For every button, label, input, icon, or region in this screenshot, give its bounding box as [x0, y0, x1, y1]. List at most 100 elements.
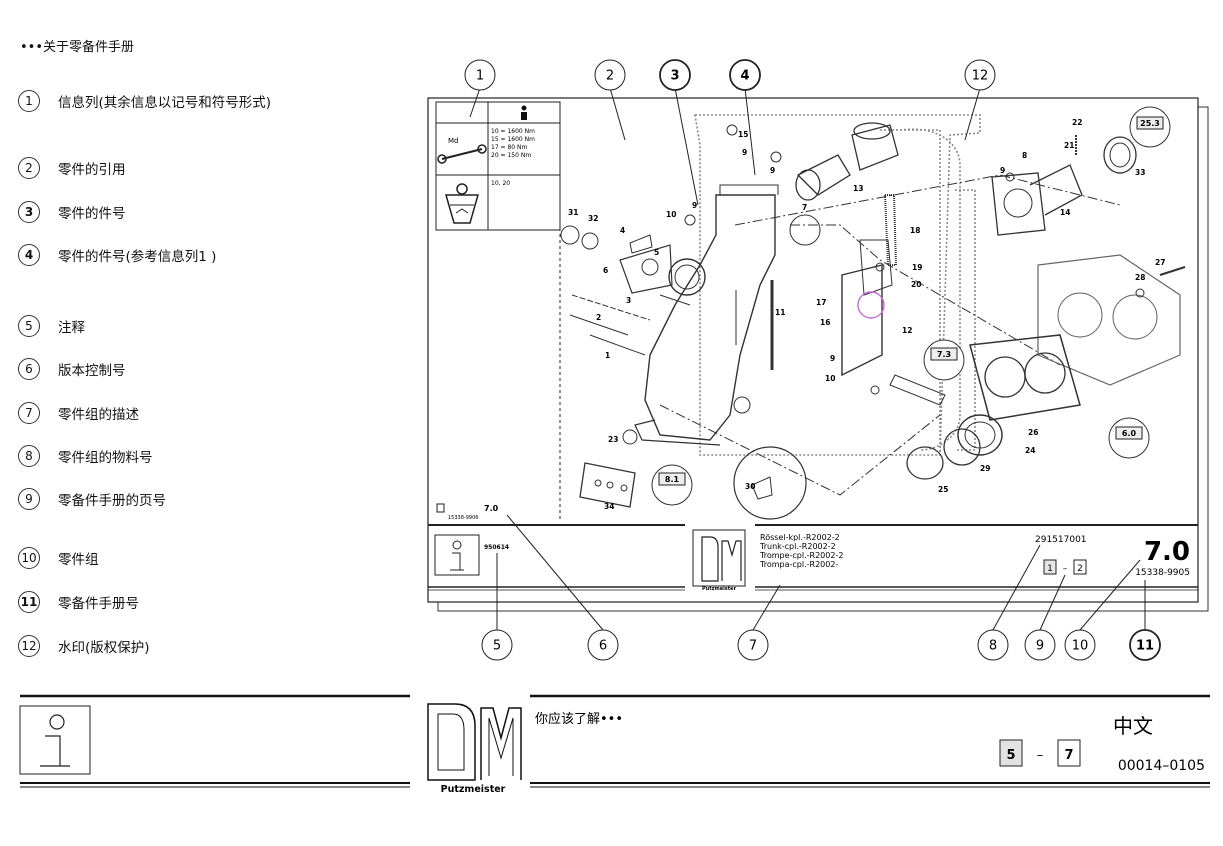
part-number: 26	[1028, 428, 1038, 437]
part-number: 21	[1064, 141, 1074, 150]
group-desc-1: Rössel-kpl.-R2002-2	[760, 533, 840, 542]
callout-3: 3	[659, 59, 691, 91]
part-number: 1	[605, 351, 610, 360]
part-number: 9	[1000, 166, 1005, 175]
callout-10: 10	[1064, 629, 1096, 661]
part-number: 20	[911, 280, 921, 289]
callout-12: 12	[964, 59, 996, 91]
legend-text: 版本控制号	[58, 363, 126, 379]
page-number-b: 2	[1077, 564, 1083, 574]
legend-item: 10 零件组	[18, 545, 99, 571]
svg-text:5: 5	[493, 639, 501, 654]
info-icon	[521, 105, 527, 120]
part-number: 9	[770, 166, 775, 175]
ref-box-7-3: 7.3	[923, 339, 965, 381]
legend-number: 2	[18, 157, 40, 179]
part-number: 9	[692, 201, 697, 210]
callout-1: 1	[464, 59, 496, 91]
callout-11: 11	[1129, 629, 1161, 661]
legend-number: 10	[18, 547, 40, 569]
footer-page-a: 5	[1006, 748, 1015, 763]
svg-text:Putzmeister: Putzmeister	[441, 784, 506, 795]
svg-text:6.0: 6.0	[1122, 429, 1137, 438]
svg-text:7.3: 7.3	[937, 350, 951, 359]
legend-text: 零件组	[58, 552, 99, 568]
legend-number: 11	[18, 591, 40, 613]
part-number: 24	[1025, 446, 1035, 455]
part-number: 4	[620, 226, 625, 235]
svg-text:10: 10	[1072, 639, 1089, 654]
legend-number: 5	[18, 315, 40, 337]
svg-text:11: 11	[1136, 639, 1154, 654]
legend-text: 零件组的描述	[58, 407, 139, 423]
torque-line-4: 20 = 150 Nm	[491, 152, 531, 159]
legend-text: 注释	[58, 320, 85, 336]
group-desc-4: Trompa-cpl.-R2002-	[759, 560, 838, 569]
legend-number: 8	[18, 445, 40, 467]
legend-number: 6	[18, 358, 40, 380]
part-number: 6	[603, 266, 608, 275]
callout-7: 7	[737, 629, 769, 661]
torque-line-3: 17 = 80 Nm	[491, 144, 528, 151]
ref-box-8-1: 8.1	[651, 464, 693, 506]
legend-number: 4	[18, 244, 40, 266]
legend-number: 7	[18, 402, 40, 424]
callout-8: 8	[977, 629, 1009, 661]
legend-item: 8 零件组的物料号	[18, 443, 153, 469]
part-number: 17	[816, 298, 826, 307]
page-footer: Putzmeister 你应该了解••• 中文 5 – 7 00014–0105	[19, 694, 1210, 795]
svg-text:9: 9	[1036, 639, 1044, 654]
part-number: 18	[910, 226, 920, 235]
parts-diagram: Md 10 = 1600 Nm 15 = 1600 Nm 17 = 80 Nm …	[427, 59, 1209, 661]
part-number: 30	[745, 482, 755, 491]
part-number: 10	[666, 210, 676, 219]
part-number: 9	[830, 354, 835, 363]
callout-leaders	[469, 87, 1146, 631]
manual-number: 15338-9905	[1135, 568, 1190, 578]
callout-5: 5	[481, 629, 513, 661]
part-number: 11	[775, 308, 785, 317]
part-number: 23	[608, 435, 618, 444]
group-number: 7.0	[1144, 537, 1190, 567]
part-number: 5	[654, 248, 659, 257]
callout-6: 6	[587, 629, 619, 661]
part-number: 34	[604, 502, 614, 511]
legend-text: 零备件手册的页号	[58, 493, 166, 509]
torque-line-1: 10 = 1600 Nm	[491, 128, 535, 135]
part-number: 10	[825, 374, 835, 383]
torque-line-2: 15 = 1600 Nm	[491, 136, 535, 143]
legend-item: 6 版本控制号	[18, 356, 126, 382]
page-heading: •••关于零备件手册	[20, 40, 135, 55]
part-number: 22	[1072, 118, 1082, 127]
info-i-icon	[434, 534, 480, 576]
legend-number: 3	[18, 201, 40, 223]
svg-text:12: 12	[972, 69, 989, 84]
part-number: 31	[568, 208, 578, 217]
grease-refs: 10, 20	[491, 180, 510, 187]
part-number: 7	[802, 203, 807, 212]
part-number: 25	[938, 485, 948, 494]
legend-text: 零备件手册号	[58, 596, 139, 612]
group-desc-3: Trompe-cpl.-R2002-2	[759, 551, 843, 560]
svg-text:8.1: 8.1	[665, 475, 680, 484]
material-number: 291517001	[1035, 535, 1087, 545]
svg-text:15338-9906: 15338-9906	[448, 515, 478, 521]
group-desc-2: Trunk-cpl.-R2002-2	[759, 542, 836, 551]
svg-text:6: 6	[599, 639, 607, 654]
svg-text:2: 2	[606, 69, 614, 84]
legend-text: 水印(版权保护)	[58, 640, 150, 656]
legend-text: 零件组的物料号	[58, 450, 153, 466]
footer-intro: 你应该了解•••	[535, 711, 623, 727]
part-number: 3	[626, 296, 631, 305]
part-number: 29	[980, 464, 990, 473]
part-number: 32	[588, 214, 598, 223]
page-number-a: 1	[1047, 564, 1053, 574]
part-number: 28	[1135, 273, 1145, 282]
callout-4: 4	[729, 59, 761, 91]
legend-number: 1	[18, 90, 40, 112]
